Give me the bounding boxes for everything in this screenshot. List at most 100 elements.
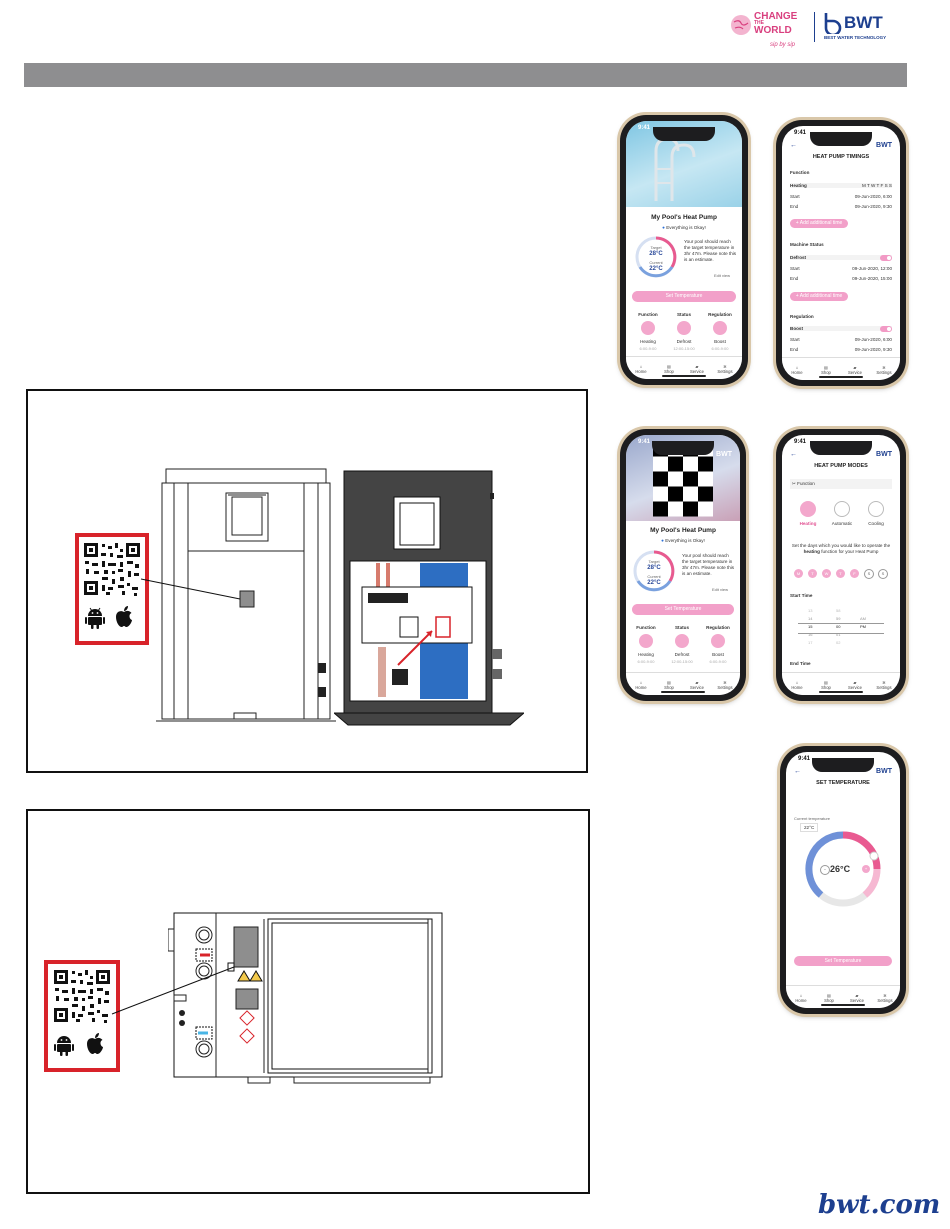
defrost-icon[interactable] bbox=[677, 321, 691, 335]
nav-home[interactable]: ⌂Home bbox=[788, 993, 814, 1003]
day-tue[interactable]: T bbox=[808, 569, 817, 578]
edit-link[interactable]: Edit view bbox=[712, 587, 729, 592]
day-thu[interactable]: T bbox=[836, 569, 845, 578]
service-icon: ▰ bbox=[695, 680, 699, 685]
estimate-text: Your pool should reach the target temper… bbox=[684, 239, 737, 262]
back-arrow-icon[interactable]: ← bbox=[794, 768, 801, 775]
campaign-line3: WORLD bbox=[754, 25, 792, 36]
boost-icon[interactable] bbox=[713, 321, 727, 335]
nav-service[interactable]: ▰Service bbox=[842, 680, 868, 690]
mode-cooling-icon[interactable] bbox=[868, 501, 884, 517]
current-temp-label: Current temperature bbox=[794, 816, 831, 821]
target-label: Target bbox=[648, 559, 660, 564]
bwt-drop-icon bbox=[824, 13, 842, 34]
check-icon: ● bbox=[661, 538, 664, 543]
mode-automatic-icon[interactable] bbox=[834, 501, 850, 517]
nav-service[interactable]: ▰Service bbox=[844, 993, 870, 1003]
nav-settings[interactable]: ✲Settings bbox=[872, 993, 898, 1003]
nav-shop[interactable]: ▤Shop bbox=[656, 364, 682, 374]
nav-shop[interactable]: ▤Shop bbox=[813, 365, 839, 375]
day-sun[interactable]: S bbox=[878, 569, 888, 579]
settings-icon: ✲ bbox=[882, 680, 886, 685]
plus-button[interactable]: + bbox=[862, 865, 870, 873]
weekday-selector[interactable]: M T W T F S S bbox=[861, 183, 892, 188]
end-time-label: End Time bbox=[790, 661, 811, 666]
android-icon-2 bbox=[54, 1036, 74, 1056]
nav-settings[interactable]: ✲Settings bbox=[712, 364, 738, 374]
set-temperature-button[interactable]: Set Temperature bbox=[632, 291, 736, 302]
heating-icon[interactable] bbox=[641, 321, 655, 335]
status-time: 9:41 bbox=[638, 125, 651, 131]
col-status: Status bbox=[674, 625, 690, 630]
mode-automatic-label: Automatic bbox=[831, 521, 853, 526]
day-wed[interactable]: W bbox=[822, 569, 831, 578]
settings-icon: ✲ bbox=[723, 680, 727, 685]
nav-service[interactable]: ▰Service bbox=[684, 680, 710, 690]
section-regulation: Regulation bbox=[790, 314, 814, 319]
footer-url[interactable]: bwt.com bbox=[818, 1190, 941, 1220]
section-header-bar bbox=[24, 63, 907, 87]
nav-service[interactable]: ▰Service bbox=[684, 364, 710, 374]
minus-button[interactable]: − bbox=[820, 865, 830, 875]
nav-shop[interactable]: ▤Shop bbox=[656, 680, 682, 690]
heating-icon[interactable] bbox=[639, 634, 653, 648]
current-value: 22°C bbox=[649, 266, 663, 272]
nav-settings[interactable]: ✲Settings bbox=[712, 680, 738, 690]
status-time: 9:41 bbox=[794, 130, 807, 136]
sub-heating: 6:00-9:00 bbox=[637, 659, 655, 664]
col-function: Function bbox=[636, 625, 656, 630]
add-time-button-1[interactable]: + Add additional time bbox=[790, 219, 848, 228]
defrost-toggle[interactable] bbox=[880, 255, 892, 261]
set-temp-title: SET TEMPERATURE bbox=[816, 780, 870, 786]
day-sat[interactable]: S bbox=[864, 569, 874, 579]
back-arrow-icon[interactable]: ← bbox=[790, 451, 797, 458]
temperature-dial[interactable] bbox=[802, 828, 884, 910]
target-value: 28°C bbox=[649, 251, 663, 257]
nav-home[interactable]: ⌂Home bbox=[784, 365, 810, 375]
boost-icon[interactable] bbox=[711, 634, 725, 648]
nav-home[interactable]: ⌂Home bbox=[784, 680, 810, 690]
mode-heating-icon[interactable] bbox=[800, 501, 816, 517]
nav-service[interactable]: ▰Service bbox=[842, 365, 868, 375]
nav-home[interactable]: ⌂Home bbox=[628, 364, 654, 374]
home-icon: ⌂ bbox=[799, 993, 803, 998]
defrost-icon[interactable] bbox=[675, 634, 689, 648]
add-time-button-2[interactable]: + Add additional time bbox=[790, 292, 848, 301]
nav-shop[interactable]: ▤Shop bbox=[816, 993, 842, 1003]
status-ok: ● Everything is Okay! bbox=[662, 225, 706, 230]
set-temperature-button[interactable]: Set Temperature bbox=[632, 604, 734, 615]
home-icon: ⌂ bbox=[639, 680, 643, 685]
nav-shop[interactable]: ▤Shop bbox=[813, 680, 839, 690]
apple-icon-2 bbox=[87, 1033, 103, 1054]
campaign-logo: CHANGE THE WORLD sip by sip bbox=[730, 12, 810, 48]
heat-pump-open-drawing bbox=[334, 470, 524, 726]
status-ok: ● Everything is Okay! bbox=[661, 538, 705, 543]
start-time-label: Start Time bbox=[790, 593, 813, 598]
home-icon: ⌂ bbox=[639, 364, 643, 369]
back-arrow-icon[interactable]: ← bbox=[790, 142, 797, 149]
nav-settings[interactable]: ✲Settings bbox=[871, 680, 897, 690]
day-mon[interactable]: M bbox=[794, 569, 803, 578]
estimate-text: Your pool should reach the target temper… bbox=[682, 553, 735, 576]
bottom-nav: ⌂Home ▤Shop ▰Service ✲Settings bbox=[782, 672, 900, 695]
day-fri[interactable]: F bbox=[850, 569, 859, 578]
brand-sub: BEST WATER TECHNOLOGY bbox=[824, 35, 887, 40]
boost-toggle[interactable] bbox=[880, 326, 892, 332]
val-defrost: Defrost bbox=[676, 339, 692, 344]
current-value: 22°C bbox=[647, 580, 661, 586]
set-temperature-button[interactable]: Set Temperature bbox=[794, 956, 892, 966]
home-icon: ⌂ bbox=[795, 680, 799, 685]
nav-home[interactable]: ⌂Home bbox=[628, 680, 654, 690]
target-value: 28°C bbox=[647, 565, 661, 571]
edit-link[interactable]: Edit view bbox=[714, 273, 731, 278]
current-label: Current bbox=[647, 574, 661, 579]
check-icon: ● bbox=[662, 225, 665, 230]
nav-settings[interactable]: ✲Settings bbox=[871, 365, 897, 375]
